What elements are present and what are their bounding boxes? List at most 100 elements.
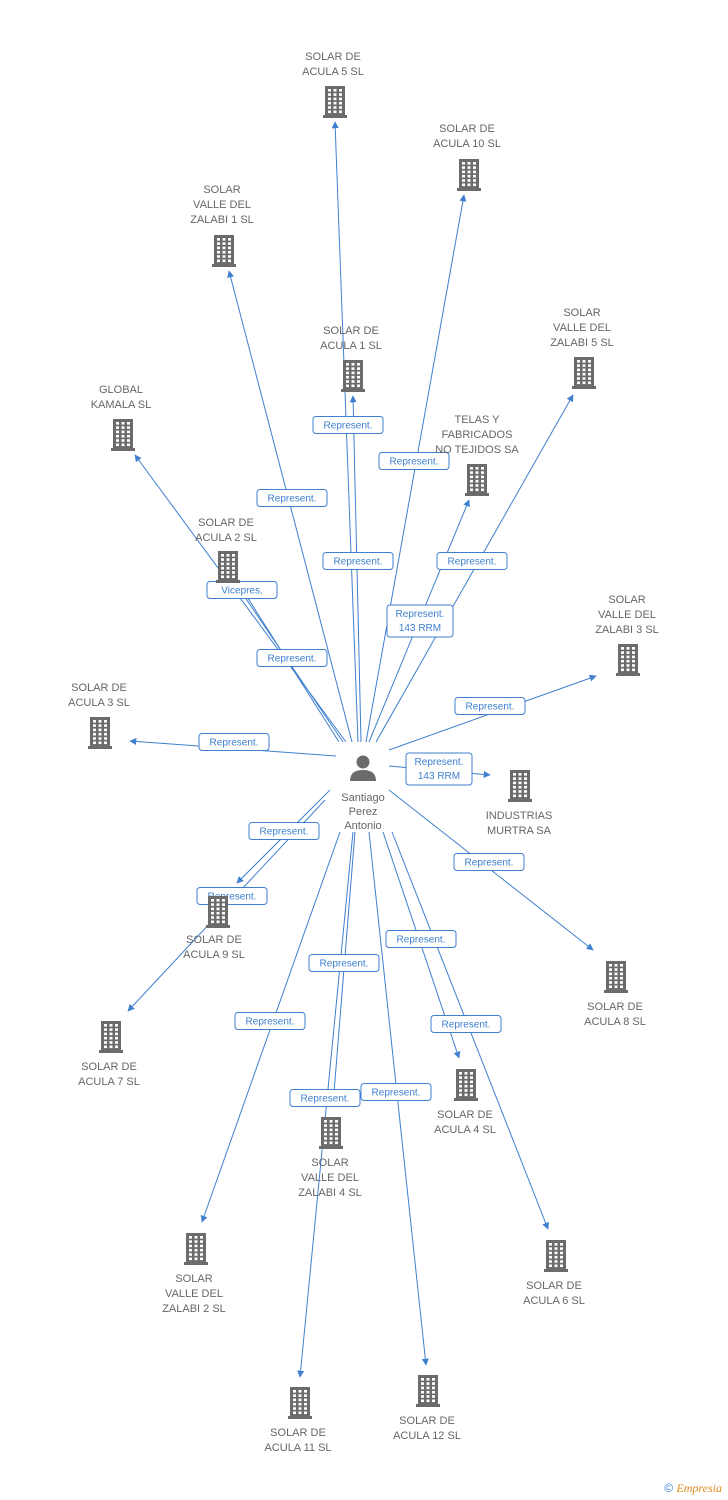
relation-label-box bbox=[405, 752, 473, 786]
company-name: INDUSTRIAS bbox=[486, 810, 553, 822]
relation-label-acula8[interactable]: Represent. bbox=[453, 853, 525, 871]
relation-label-zalabi2[interactable]: Represent. bbox=[234, 1012, 306, 1030]
relation-label-text: Vicepres. bbox=[221, 586, 263, 597]
relation-label-telas[interactable]: Represent. 143 RRM bbox=[386, 604, 454, 638]
relation-label-zalabi3[interactable]: Represent. bbox=[454, 697, 526, 715]
company-name: ZALABI 2 SL bbox=[162, 1303, 226, 1315]
relation-label-box bbox=[206, 581, 278, 599]
relation-label-acula5[interactable]: Represent. bbox=[312, 416, 384, 434]
relation-label-kamala[interactable]: Represent. bbox=[322, 552, 394, 570]
building-icon bbox=[457, 159, 481, 191]
relation-label-text: Represent. bbox=[415, 757, 464, 768]
relation-label-acula10[interactable]: Represent. bbox=[378, 452, 450, 470]
relation-label-acula6[interactable]: Represent. bbox=[430, 1015, 502, 1033]
building-icon bbox=[88, 717, 112, 749]
company-name: SOLAR bbox=[175, 1273, 212, 1285]
relation-label-box bbox=[256, 489, 328, 507]
company-name: VALLE DEL bbox=[165, 1288, 223, 1300]
relation-label-box bbox=[256, 649, 328, 667]
building-icon bbox=[323, 86, 347, 118]
company-name: SOLAR DE bbox=[399, 1415, 455, 1427]
building-icon bbox=[216, 551, 240, 583]
person-name: Perez bbox=[349, 806, 378, 818]
relation-label-text: 143 RRM bbox=[399, 623, 441, 634]
company-name: SOLAR DE bbox=[439, 123, 495, 135]
edges-layer bbox=[127, 121, 597, 1378]
relation-label-box bbox=[248, 822, 320, 840]
company-node-zalabi2[interactable]: SOLAR VALLE DEL ZALABI 2 SL bbox=[162, 1233, 226, 1315]
relation-label-acula3[interactable]: Represent. bbox=[198, 733, 270, 751]
relation-label-text: Represent. bbox=[268, 494, 317, 505]
relation-label-acula12[interactable]: Represent. bbox=[360, 1083, 432, 1101]
company-name: ACULA 1 SL bbox=[320, 340, 382, 352]
relation-label-zalabi1[interactable]: Represent. bbox=[256, 489, 328, 507]
relation-label-box bbox=[436, 552, 508, 570]
relation-label-text: Represent. bbox=[396, 609, 445, 620]
person-icon bbox=[347, 752, 379, 782]
company-name: ACULA 11 SL bbox=[264, 1442, 331, 1454]
relation-label-text: Represent. bbox=[210, 738, 259, 749]
relation-label-text: Represent. bbox=[208, 892, 257, 903]
company-name: VALLE DEL bbox=[553, 322, 611, 334]
relation-label-acula2[interactable]: Vicepres. bbox=[206, 581, 278, 599]
relation-label-acula7[interactable]: Represent. bbox=[196, 887, 268, 905]
company-name: SOLAR DE bbox=[526, 1280, 582, 1292]
company-name: VALLE DEL bbox=[301, 1172, 359, 1184]
building-icon bbox=[288, 1387, 312, 1419]
relation-label-text: Represent. bbox=[334, 557, 383, 568]
company-name: ACULA 12 SL bbox=[393, 1430, 461, 1442]
relation-label-text: Represent. bbox=[466, 702, 515, 713]
relation-label-acula2[interactable]: Represent. bbox=[256, 649, 328, 667]
relation-label-zalabi4[interactable]: Represent. bbox=[308, 954, 380, 972]
person-name: Antonio bbox=[344, 820, 381, 832]
company-name: ACULA 7 SL bbox=[78, 1076, 140, 1088]
edge-labels-layer: Represent. Represent. Represent. Represent.… bbox=[196, 416, 526, 1107]
relation-label-acula11[interactable]: Represent. bbox=[289, 1089, 361, 1107]
company-name: FABRICADOS bbox=[442, 429, 513, 441]
relation-label-text: Represent. bbox=[260, 827, 309, 838]
relation-label-murtra[interactable]: Represent.143 RRM bbox=[405, 752, 473, 786]
relation-label-acula9[interactable]: Represent. bbox=[248, 822, 320, 840]
relation-label-acula4[interactable]: Represent. bbox=[385, 930, 457, 948]
relation-label-text: Represent. bbox=[301, 1094, 350, 1105]
company-name: ACULA 9 SL bbox=[183, 949, 245, 961]
company-name: KAMALA SL bbox=[91, 399, 152, 411]
relation-label-box bbox=[234, 1012, 306, 1030]
company-name: VALLE DEL bbox=[193, 199, 251, 211]
company-name: SOLAR DE bbox=[587, 1001, 643, 1013]
copyright-icon: © bbox=[664, 1481, 674, 1495]
relation-label-box bbox=[198, 733, 270, 751]
relation-label-box bbox=[289, 1089, 361, 1107]
relation-label-box bbox=[378, 452, 450, 470]
relation-label-text: Represent. bbox=[372, 1088, 421, 1099]
company-name: SOLAR bbox=[608, 594, 645, 606]
relation-label-box bbox=[454, 697, 526, 715]
relation-label-text: Represent. bbox=[465, 858, 514, 869]
relation-label-text: Represent. bbox=[448, 557, 497, 568]
company-name: ZALABI 4 SL bbox=[298, 1187, 362, 1199]
relation-label-zalabi5[interactable]: Represent. bbox=[436, 552, 508, 570]
company-name: NO TEJIDOS SA bbox=[435, 444, 519, 456]
company-node-acula12[interactable]: SOLAR DE ACULA 12 SL bbox=[393, 1375, 461, 1442]
person-name: Santiago bbox=[341, 792, 384, 804]
